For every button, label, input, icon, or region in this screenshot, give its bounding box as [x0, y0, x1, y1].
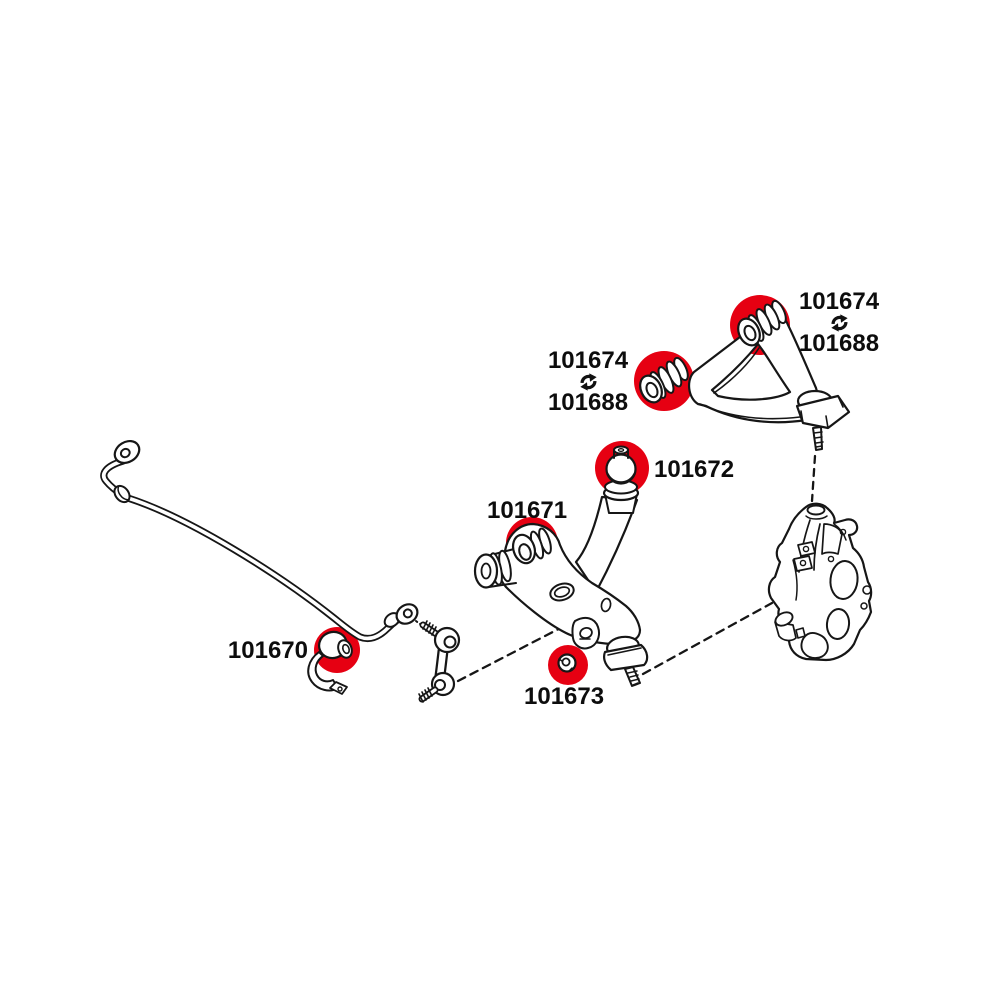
- stabilizer-link-drawing: [418, 620, 461, 703]
- upper-arm-rear-bushing: [737, 299, 787, 347]
- guide-link-to-arm: [456, 619, 576, 683]
- part-label-101670: 101670: [227, 637, 308, 664]
- guide-balljoint-to-knuckle: [641, 601, 774, 676]
- bar-end-eyelet-link: [395, 603, 419, 625]
- part-label-101688-rear: 101688: [798, 330, 880, 357]
- lower-control-arm-drawing: [473, 445, 649, 687]
- bar-collar-top: [113, 484, 131, 504]
- lower-arm-front-tube: [473, 548, 517, 589]
- upper-control-arm-drawing: [639, 299, 851, 451]
- part-label-101673: 101673: [524, 683, 605, 710]
- part-label-101674-front: 101674: [547, 347, 629, 374]
- part-label-101674-rear: 101674: [798, 288, 880, 315]
- steering-knuckle-drawing: [767, 502, 873, 662]
- upper-arm-ball-joint: [795, 389, 851, 451]
- part-label-101688-front: 101688: [547, 389, 629, 416]
- part-label-pair-rear: 101674 101688: [794, 288, 884, 357]
- lower-arm-front-bushing: [511, 527, 552, 565]
- part-label-101672: 101672: [654, 456, 735, 483]
- lower-arm-ball-joint: [603, 635, 649, 687]
- stabilizer-bar-bushing-bracket: [307, 651, 348, 695]
- interchange-icon: [830, 314, 848, 332]
- stabilizer-bar-bushing: [318, 630, 353, 660]
- upper-arm-front-bushing: [639, 356, 689, 404]
- interchange-icon: [579, 373, 597, 391]
- part-label-101671: 101671: [487, 497, 568, 524]
- stabilizer-bar-drawing: [100, 439, 419, 695]
- guide-upper-balljoint-to-knuckle: [810, 454, 817, 503]
- part-label-pair-front: 101674 101688: [543, 347, 633, 416]
- stabilizer-link-bushing-nut: [557, 653, 577, 673]
- bar-end-eyelet-top: [113, 439, 141, 465]
- lower-arm-rear-bushing: [604, 445, 638, 495]
